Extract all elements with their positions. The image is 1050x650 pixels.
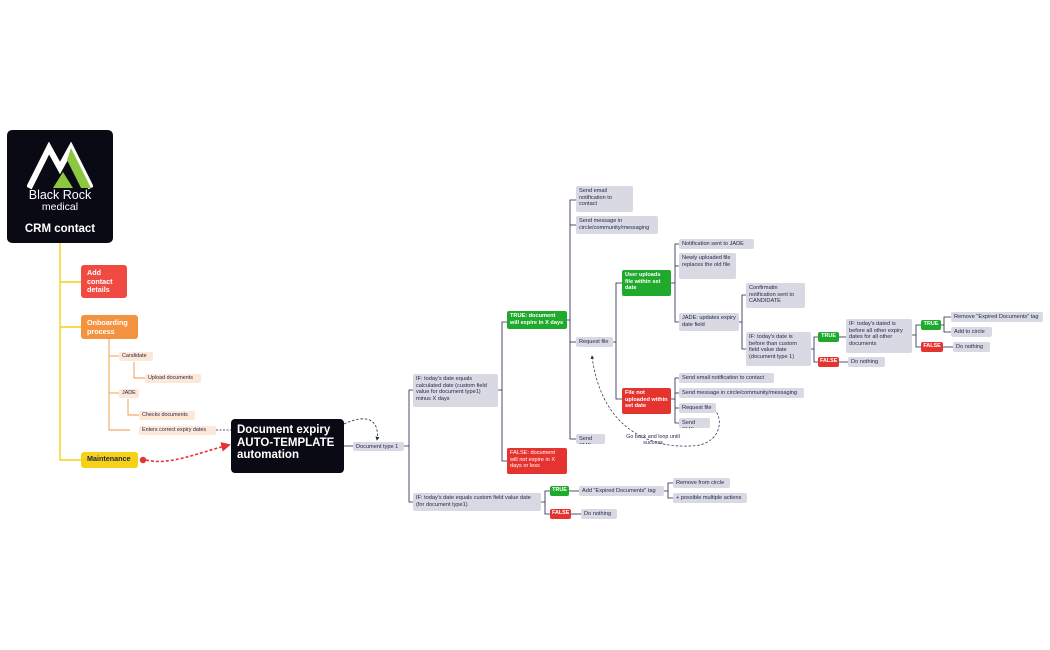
possible-multiple-node[interactable]: + possible multiple actions <box>673 493 747 503</box>
go-back-loop-label: Go back and loop until success <box>626 434 680 447</box>
remove-from-circle-node[interactable]: Remove from circle <box>673 478 730 488</box>
user-uploads-node[interactable]: User uploads file within set date <box>622 270 671 296</box>
document-type-node[interactable]: Document type 1 <box>353 442 404 451</box>
document-expiry-automation-node[interactable]: Document expiry AUTO-TEMPLATE automation <box>231 419 344 473</box>
jade-updates-node[interactable]: JADE: updates expiry date field <box>679 313 739 331</box>
add-expired-tag-node[interactable]: Add "Expired Documents" tag <box>579 486 664 496</box>
onboarding-process-node[interactable]: Onboarding process <box>81 315 138 339</box>
true-expire-node[interactable]: TRUE: document will expire in X days <box>507 311 567 329</box>
false-pill-3[interactable]: FALSE <box>550 509 571 519</box>
brand-name: Black Rock <box>28 188 92 202</box>
newly-uploaded-node[interactable]: Newly uploaded file replaces the old fil… <box>679 253 736 279</box>
send-email-contact-node-2[interactable]: Send email notification to contact <box>679 373 774 383</box>
crm-contact-card[interactable]: Black Rock medical CRM contact <box>7 130 113 243</box>
true-pill-3[interactable]: TRUE <box>550 486 569 496</box>
do-nothing-node-3[interactable]: Do nothing <box>581 509 617 519</box>
if-before-all-node[interactable]: IF: today's dated is before all other ex… <box>846 319 912 353</box>
send-sms-node[interactable]: Send SMS <box>576 434 605 444</box>
file-not-uploaded-node[interactable]: File not uploaded within set date <box>622 388 671 414</box>
remove-expired-tag-node[interactable]: Remove "Expired Documents" tag <box>951 312 1043 322</box>
condition-lower-node[interactable]: IF: today's date equals custom field val… <box>413 493 541 511</box>
true-pill-1[interactable]: TRUE <box>818 332 839 342</box>
add-contact-details-node[interactable]: Add contact details <box>81 265 127 298</box>
send-message-circle-node[interactable]: Send message in circle/community/messagi… <box>576 216 658 234</box>
send-sms-node-2[interactable]: Send SMS <box>679 418 710 428</box>
request-file-node[interactable]: Request file <box>576 337 613 347</box>
brand-subtitle: medical <box>41 201 79 213</box>
confirm-candidate-node[interactable]: Confirmatin notification sent to CANDIDA… <box>746 283 805 308</box>
maintenance-node[interactable]: Maintenance <box>81 452 138 468</box>
request-file-node-2[interactable]: Request file <box>679 403 716 413</box>
do-nothing-node-2[interactable]: Do nothing <box>953 342 990 352</box>
if-before-custom-node[interactable]: IF: today's date is before than custom f… <box>746 332 811 366</box>
true-pill-2[interactable]: TRUE <box>921 320 941 330</box>
send-message-circle-node-2[interactable]: Send message in circle/community/messagi… <box>679 388 804 398</box>
jade-node[interactable]: JADE <box>119 389 139 398</box>
condition-upper-node[interactable]: IF: today's date equals calculated date … <box>413 374 498 407</box>
checks-documents-node[interactable]: Checks documents <box>139 411 195 420</box>
enters-expiry-dates-node[interactable]: Enters correct expiry dates <box>139 426 216 435</box>
candidate-node[interactable]: Candidate <box>119 352 153 361</box>
send-email-contact-node[interactable]: Send email notification to contact <box>576 186 633 212</box>
false-pill-1[interactable]: FALSE <box>818 357 839 367</box>
add-to-circle-node[interactable]: Add to circle <box>951 327 992 337</box>
black-rock-logo-icon <box>27 142 93 190</box>
notification-jade-node[interactable]: Notification sent to JADE <box>679 239 754 249</box>
crm-contact-title: CRM contact <box>24 223 96 235</box>
false-pill-2[interactable]: FALSE <box>921 342 943 352</box>
upload-documents-node[interactable]: Upload documents <box>145 374 201 383</box>
do-nothing-node-1[interactable]: Do nothing <box>848 357 885 367</box>
false-expire-node[interactable]: FALSE: document will not expire in X day… <box>507 448 567 474</box>
